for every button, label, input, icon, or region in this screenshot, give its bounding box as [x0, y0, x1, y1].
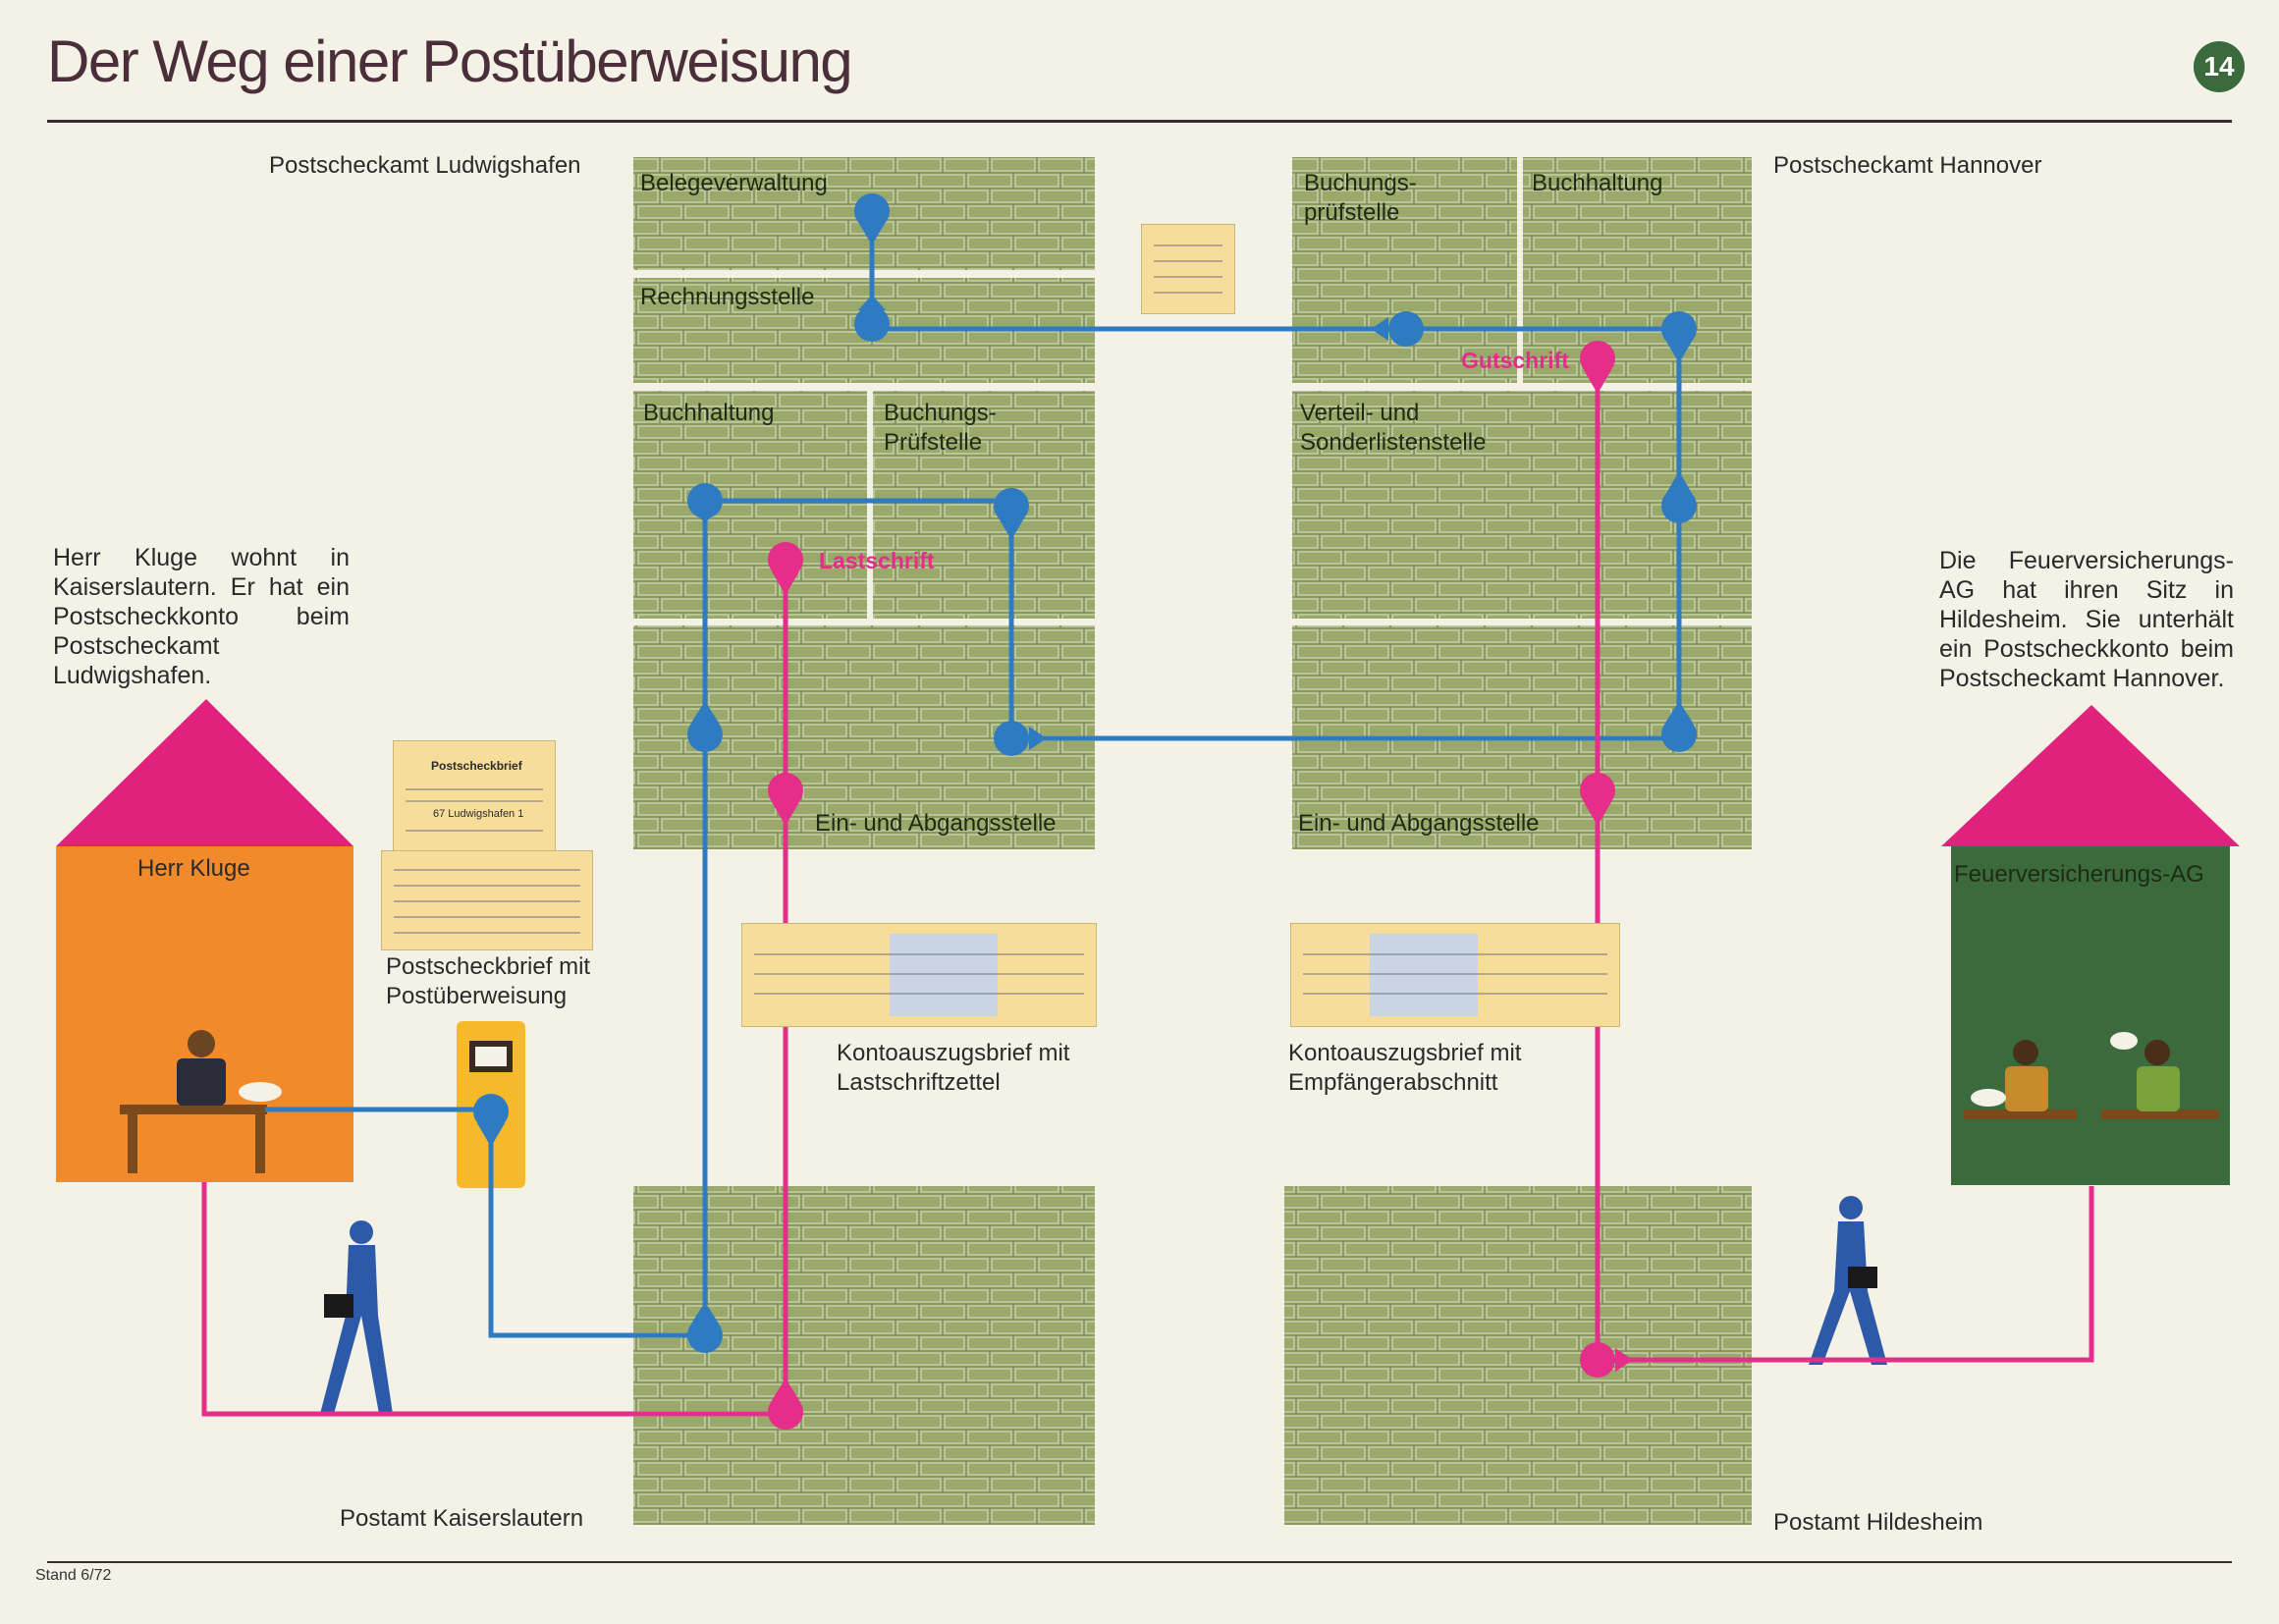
- dept-pruefstelle-l: Buchungs- Prüfstelle: [884, 400, 997, 456]
- statement-left-caption: Kontoauszugsbrief mit Lastschriftzettel: [837, 1040, 1070, 1096]
- house-right-label: Feuerversicherungs-AG: [1954, 861, 2204, 888]
- house-feuerversicherung: [1941, 705, 2240, 1185]
- page-title: Der Weg einer Postüberweisung: [47, 28, 853, 94]
- dept-rechnungsstelle: Rechnungsstelle: [640, 284, 815, 310]
- postueberweisung-card: [381, 850, 593, 950]
- statement-envelope-right: [1290, 923, 1620, 1027]
- left-description: Herr Kluge wohnt in Kaiserslautern. Er h…: [53, 544, 350, 689]
- dept-buchhaltung-l: Buchhaltung: [643, 400, 775, 426]
- dept-verteilstelle: Verteil- und Sonderlistenstelle: [1300, 400, 1487, 456]
- building-postamt-hildesheim: [1284, 1186, 1752, 1525]
- blue-markers: [473, 193, 1697, 1353]
- house-left-label: Herr Kluge: [137, 855, 250, 882]
- house-herr-kluge: [56, 699, 353, 1182]
- dept-eingang-l: Ein- und Abgangsstelle: [815, 810, 1057, 837]
- right-description: Die Feuerversicherungs-AG hat ihren Sitz…: [1939, 547, 2234, 692]
- postamt-right-label: Postamt Hildesheim: [1773, 1509, 1983, 1536]
- hannover-name: Postscheckamt Hannover: [1773, 152, 2042, 179]
- letter-caption: Postscheckbrief mit Postüberweisung: [386, 953, 591, 1009]
- letter-address: 67 Ludwigshafen 1: [433, 808, 524, 820]
- debit-label: Lastschrift: [819, 548, 935, 573]
- dept-eingang-h: Ein- und Abgangsstelle: [1298, 810, 1540, 837]
- header-rule: [47, 120, 2232, 123]
- statement-envelope-left: [741, 923, 1097, 1027]
- dept-buchhaltung-h: Buchhaltung: [1532, 170, 1663, 196]
- postman-left: [320, 1220, 393, 1414]
- postman-right: [1809, 1196, 1887, 1365]
- building-postamt-kaiserslautern: [633, 1186, 1095, 1525]
- credit-label: Gutschrift: [1461, 348, 1569, 373]
- dept-pruefstelle-h: Buchungs- prüfstelle: [1304, 170, 1417, 226]
- letter-heading: Postscheckbrief: [431, 759, 522, 773]
- footer-stand: Stand 6/72: [35, 1567, 112, 1584]
- postamt-left-label: Postamt Kaiserslautern: [340, 1505, 584, 1532]
- page-number-badge: 14: [2194, 41, 2245, 92]
- red-markers: [768, 341, 1633, 1430]
- statement-right-caption: Kontoauszugsbrief mit Empfängerabschnitt: [1288, 1040, 1522, 1096]
- ludwigshafen-name: Postscheckamt Ludwigshafen: [269, 152, 581, 179]
- footer-rule: [47, 1561, 2232, 1563]
- transfer-slip-card: [1141, 224, 1235, 314]
- dept-belegeverwaltung: Belegeverwaltung: [640, 170, 828, 196]
